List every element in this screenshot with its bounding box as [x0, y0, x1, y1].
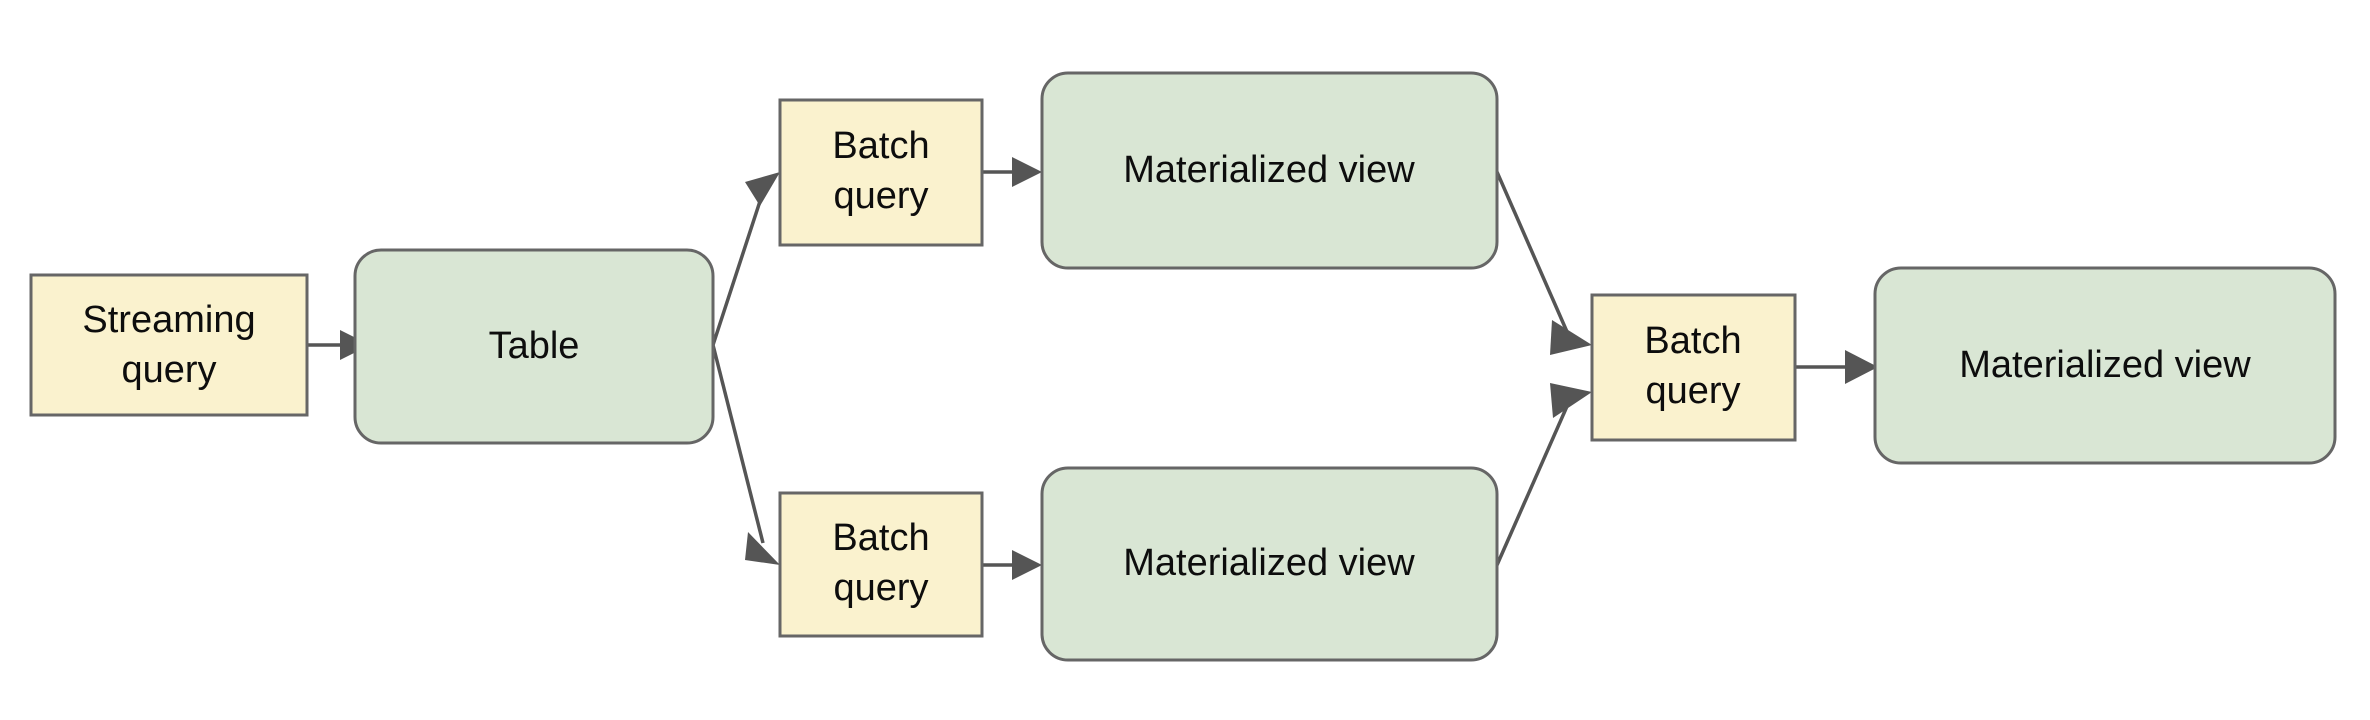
edge-table-to-batch-bottom — [711, 344, 780, 565]
node-streaming-query[interactable]: Streaming query — [29, 273, 309, 417]
node-batch-query-bottom[interactable]: Batch query — [778, 491, 984, 638]
node-materialized-view-final-label: Materialized view — [1959, 344, 2251, 386]
node-table[interactable]: Table — [353, 248, 715, 445]
node-streaming-query-label-line1: Streaming — [82, 299, 255, 341]
edge-batch-merge-to-view-final — [1795, 350, 1878, 384]
node-batch-query-top[interactable]: Batch query — [778, 98, 984, 247]
node-batch-query-merge-label-line2: query — [1645, 370, 1740, 412]
node-materialized-view-bottom-label: Materialized view — [1123, 542, 1415, 584]
edge-view-top-to-batch-merge — [1495, 171, 1592, 355]
node-batch-query-top-label-line2: query — [833, 175, 928, 217]
node-batch-query-merge-label-line1: Batch — [1644, 320, 1741, 362]
edge-batch-top-to-view-top — [982, 157, 1042, 187]
node-batch-query-bottom-label-line2: query — [833, 567, 928, 609]
edge-batch-bottom-to-view-bottom — [982, 550, 1042, 580]
node-batch-query-bottom-label-line1: Batch — [832, 517, 929, 559]
node-batch-query-merge[interactable]: Batch query — [1590, 293, 1797, 442]
node-streaming-query-label-line2: query — [121, 349, 216, 391]
edge-table-to-batch-top — [711, 172, 780, 346]
node-materialized-view-top-label: Materialized view — [1123, 149, 1415, 191]
node-materialized-view-bottom[interactable]: Materialized view — [1040, 466, 1499, 662]
node-table-label: Table — [489, 325, 580, 367]
node-batch-query-top-label-line1: Batch — [832, 125, 929, 167]
node-materialized-view-final[interactable]: Materialized view — [1873, 266, 2337, 465]
node-materialized-view-top[interactable]: Materialized view — [1040, 71, 1499, 270]
edge-view-bottom-to-batch-merge — [1495, 383, 1592, 566]
